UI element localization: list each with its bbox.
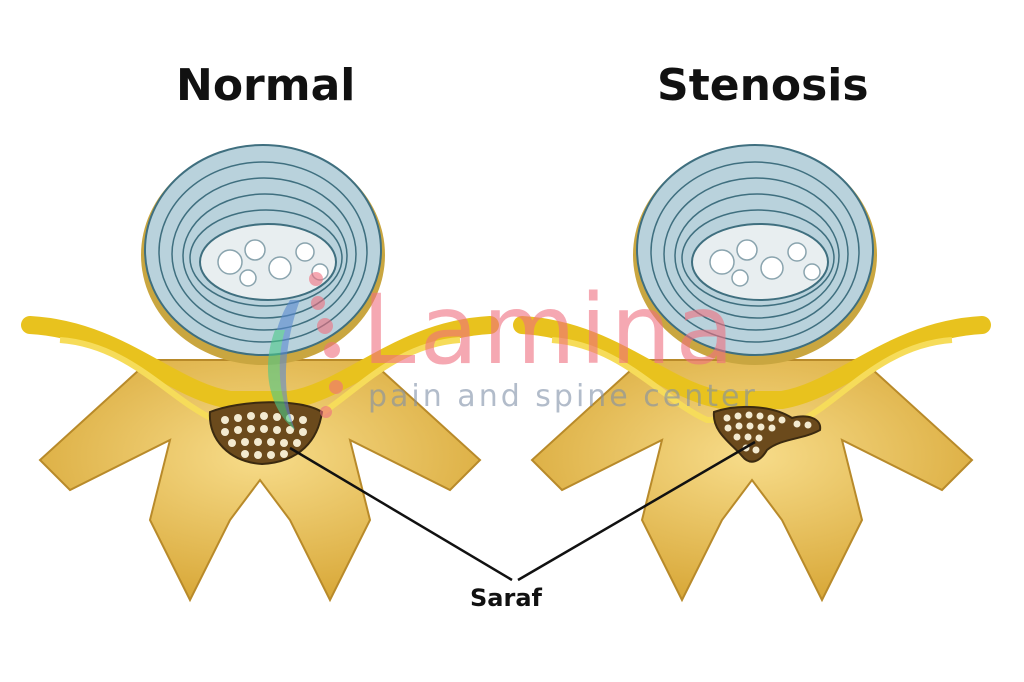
callout-line-stenosis	[517, 440, 756, 582]
watermark-brand: Lamina	[362, 274, 739, 386]
stenosis-vertebra	[522, 145, 982, 600]
nerve-label: Saraf	[470, 584, 542, 612]
normal-title: Normal	[176, 60, 356, 111]
stenosis-title: Stenosis	[657, 60, 869, 111]
watermark-logo	[267, 272, 343, 430]
stenosis-spinal-canal	[712, 405, 822, 463]
callout-line-normal	[289, 446, 513, 582]
watermark-tagline: pain and spine center	[368, 379, 758, 414]
